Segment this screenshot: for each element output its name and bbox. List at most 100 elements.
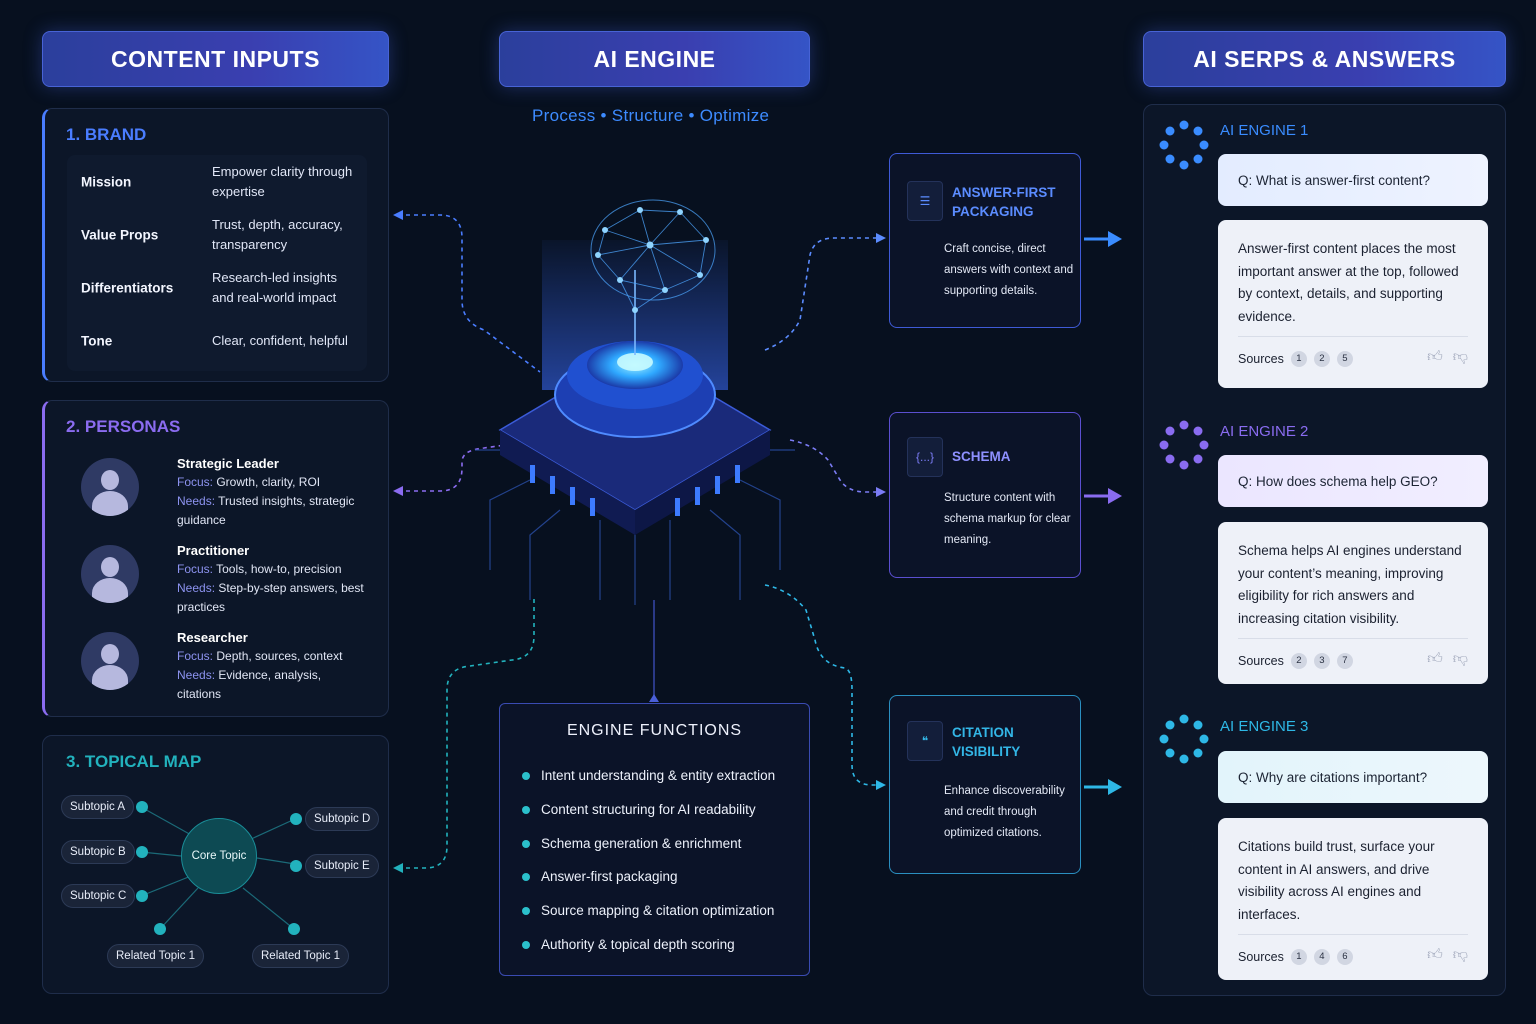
source-link[interactable]: 4 [1313, 949, 1330, 965]
avatar [81, 458, 139, 516]
sources-label: Sources [1238, 654, 1284, 668]
answer-text: Citations build trust, surface your cont… [1238, 839, 1435, 922]
question-text: Q: Why are citations important? [1238, 769, 1428, 785]
code-braces-icon: {...} [907, 437, 943, 477]
engine-title: AI ENGINE 3 [1220, 718, 1309, 735]
engine-function-label: Answer-first packaging [541, 869, 678, 884]
answer-card: Citations build trust, surface your cont… [1218, 818, 1488, 980]
answer-text: Answer-first content places the most imp… [1238, 241, 1459, 324]
feedback-buttons: 👍︎ 👎︎ [1427, 946, 1468, 964]
needs-label: Needs: [177, 581, 216, 595]
platform-lights [530, 465, 740, 516]
persona-needs: Needs: Step-by-step answers, best practi… [177, 579, 367, 616]
arrow-engine-functions [649, 694, 659, 702]
connector-schema [789, 439, 882, 493]
persona-needs: Needs: Evidence, analysis, citations [177, 666, 367, 703]
bullet-icon [522, 906, 530, 915]
engine-function-label: Authority & topical depth scoring [541, 937, 735, 952]
core-topic-node: Core Topic [181, 818, 257, 894]
connector-brand [398, 214, 541, 373]
avatar [81, 545, 139, 603]
engine-title: AI ENGINE 2 [1220, 423, 1309, 440]
arrow-answer-first [876, 233, 886, 243]
persona-card: Researcher Focus: Depth, sources, contex… [81, 630, 381, 710]
focus-label: Focus: [177, 562, 214, 576]
process-description: Structure content with schema markup for… [944, 492, 1071, 546]
sources-label: Sources [1238, 950, 1284, 964]
ai-serps-header: AI SERPS & ANSWERS [1143, 31, 1506, 87]
thumbs-down-icon[interactable]: 👎︎ [1452, 650, 1468, 667]
connector-answer-first [764, 237, 880, 351]
brand-key: Value Props [81, 227, 159, 243]
sources-row: Sources 2 3 7 [1238, 653, 1353, 669]
thumbs-up-icon[interactable]: 👍︎ [1427, 650, 1443, 667]
avatar [81, 632, 139, 690]
source-link[interactable]: 1 [1290, 351, 1307, 367]
feedback-buttons: 👍︎ 👎︎ [1427, 650, 1468, 668]
bullet-icon [522, 839, 530, 848]
topic-node [290, 860, 302, 872]
brand-row: Tone Clear, confident, helpful [81, 316, 361, 366]
ai-engine-header-label: AI ENGINE [593, 45, 716, 72]
core-center [617, 353, 653, 371]
persona-card: Practitioner Focus: Tools, how-to, preci… [81, 543, 381, 623]
thumbs-up-icon[interactable]: 👍︎ [1427, 946, 1443, 963]
subtopic-chip: Subtopic A [61, 795, 134, 819]
process-title: SCHEMA [952, 449, 1011, 464]
thumbs-down-icon[interactable]: 👎︎ [1452, 946, 1468, 963]
answer-card: Schema helps AI engines understand your … [1218, 522, 1488, 684]
process-description: Enhance discoverability and credit throu… [944, 785, 1065, 839]
brand-key: Differentiators [81, 280, 174, 296]
engine-function-label: Source mapping & citation optimization [541, 903, 775, 918]
arrow-brand [393, 210, 403, 220]
subtopic-chip: Subtopic E [305, 854, 379, 878]
thumbs-down-icon[interactable]: 👎︎ [1452, 348, 1468, 365]
personas-panel: 2. PERSONAS Strategic Leader Focus: Grow… [42, 400, 389, 717]
schema-box: {...} SCHEMA Structure content with sche… [889, 412, 1081, 578]
engine-function-item: Content structuring for AI readability [522, 802, 756, 817]
brand-key: Tone [81, 333, 113, 349]
source-link[interactable]: 7 [1336, 653, 1353, 669]
topic-node [136, 890, 148, 902]
source-link[interactable]: 6 [1336, 949, 1353, 965]
related-topic-chip: Related Topic 1 [252, 944, 350, 968]
topic-node [288, 923, 300, 935]
persona-focus: Focus: Tools, how-to, precision [177, 560, 367, 579]
answer-first-packaging-box: ☰ ANSWER-FIRST PACKAGING Craft concise, … [889, 153, 1081, 328]
needs-label: Needs: [177, 494, 216, 508]
persona-needs: Needs: Trusted insights, strategic guida… [177, 492, 367, 529]
brand-value: Research-led insights and real-world imp… [212, 270, 338, 305]
engine-functions-panel: ENGINE FUNCTIONS Intent understanding & … [499, 703, 810, 976]
source-link[interactable]: 2 [1313, 351, 1330, 367]
topical-map-panel: 3. TOPICAL MAP Subtopic A Subtopic B Sub… [42, 735, 389, 994]
bullet-icon [522, 771, 530, 780]
platform-left [500, 430, 635, 535]
ai-engine-header: AI ENGINE [499, 31, 810, 87]
persona-focus: Focus: Growth, clarity, ROI [177, 473, 367, 492]
source-link[interactable]: 2 [1290, 653, 1307, 669]
question-box: Q: What is answer-first content? [1218, 154, 1488, 206]
thumbs-up-icon[interactable]: 👍︎ [1427, 348, 1443, 365]
process-title: ANSWER-FIRST PACKAGING [952, 185, 1056, 219]
sources-row: Sources 1 4 6 [1238, 949, 1353, 965]
persona-name: Practitioner [177, 543, 250, 558]
focus-label: Focus: [177, 649, 214, 663]
quote-icon: ❝ [907, 721, 943, 761]
source-link[interactable]: 5 [1336, 351, 1353, 367]
topic-node [136, 801, 148, 813]
citation-visibility-box: ❝ CITATION VISIBILITY Enhance discoverab… [889, 695, 1081, 874]
topic-node [136, 846, 148, 858]
source-link[interactable]: 3 [1313, 653, 1330, 669]
answer-text: Schema helps AI engines understand your … [1238, 543, 1462, 626]
source-link[interactable]: 1 [1290, 949, 1307, 965]
connector-personas [398, 439, 541, 492]
process-description: Craft concise, direct answers with conte… [944, 243, 1074, 297]
ai-engine-illustration [475, 199, 795, 605]
persona-name: Strategic Leader [177, 456, 279, 471]
needs-value: Evidence, analysis, citations [177, 668, 322, 701]
bullet-icon [522, 805, 530, 814]
engine-functions-title: ENGINE FUNCTIONS [566, 722, 743, 739]
brand-value: Trust, depth, accuracy, transparency [212, 217, 343, 252]
platform-right [635, 430, 770, 535]
engine-function-item: Authority & topical depth scoring [522, 937, 735, 952]
